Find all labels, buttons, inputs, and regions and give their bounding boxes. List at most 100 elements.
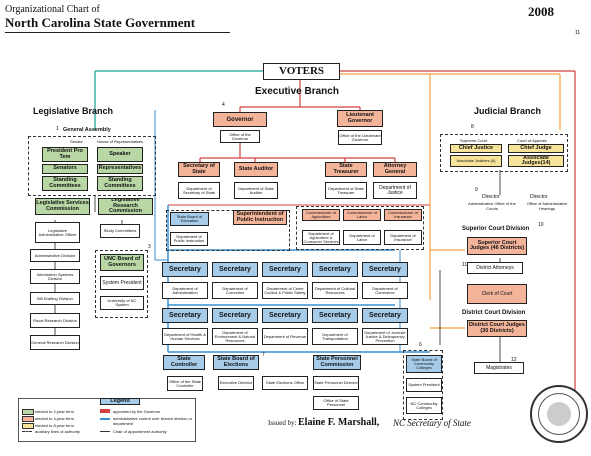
attorney-general-box: Attorney General bbox=[373, 162, 417, 177]
bill-drafting-division-box: Bill Drafting Division bbox=[30, 292, 80, 305]
marker-1: 1 bbox=[56, 126, 59, 132]
representatives-box: Representatives bbox=[97, 164, 143, 174]
dept-insurance-box: Department of Insurance bbox=[384, 230, 422, 245]
chief-justice-box: Chief Justice bbox=[450, 144, 502, 153]
cc-system-president-box: System President bbox=[406, 378, 442, 392]
state-controller-box: State Controller bbox=[163, 355, 205, 370]
issuer-name: Elaine F. Marshall, bbox=[298, 417, 380, 428]
legend-2yr: elected to 2-year term bbox=[35, 409, 74, 414]
unc-system-box: University of NC System bbox=[100, 296, 144, 310]
marker-11: 11 bbox=[462, 262, 468, 268]
legislative-research-commission-box: Legislative Research Commission bbox=[98, 198, 153, 215]
secretary-box-commerce: Secretary bbox=[362, 262, 408, 277]
dept-environment-box: Department of Environment & Natural Reso… bbox=[212, 328, 258, 345]
admin-office-courts-label: Administrative Office of the Courts bbox=[468, 201, 516, 211]
marker-12: 12 bbox=[511, 357, 517, 363]
nc-community-colleges-box: NC Community Colleges bbox=[406, 397, 442, 414]
marker-6: 6 bbox=[419, 342, 422, 348]
dept-secretary-of-state-box: Department of Secretary of State bbox=[178, 182, 220, 199]
legend-swatch-2yr bbox=[22, 409, 34, 415]
office-of-lt-governor-box: Office of the Lieutenant Governor bbox=[338, 130, 382, 145]
judicial-branch-heading: Judicial Branch bbox=[474, 106, 542, 116]
dept-juvenile-justice-box: Department of Juvenile Justice & Delinqu… bbox=[362, 328, 408, 345]
commissioner-labor-box: Commissioner of Labor bbox=[343, 209, 381, 221]
state-treasurer-box: State Treasurer bbox=[325, 162, 367, 177]
marker-7: 7 bbox=[262, 352, 265, 358]
secretary-box-environment: Secretary bbox=[212, 308, 258, 323]
secretary-box-transportation: Secretary bbox=[312, 308, 358, 323]
legend-swatch-4yr bbox=[22, 416, 34, 422]
commissioner-insurance-box: Commissioner of Insurance bbox=[384, 209, 422, 221]
marker-10: 10 bbox=[538, 222, 544, 228]
general-research-division-box: General Research Division bbox=[30, 335, 80, 350]
magistrates-box: Magistrates bbox=[474, 362, 524, 374]
supreme-court-label: Supreme Court bbox=[460, 138, 488, 143]
legend-aux: auxiliary lines of authority bbox=[35, 429, 80, 434]
community-colleges-frame bbox=[403, 350, 443, 420]
legend-title: Legend bbox=[100, 398, 140, 405]
dept-transportation-box: Department of Transportation bbox=[312, 328, 358, 345]
legend-appointed: appointed by the Governor bbox=[113, 409, 161, 414]
commissioner-agriculture-box: Commissioner of Agriculture bbox=[302, 209, 340, 221]
legislative-services-commission-box: Legislative Services Commission bbox=[35, 198, 90, 215]
secretary-box-juvenile-justice: Secretary bbox=[362, 308, 408, 323]
district-court-division-label: District Court Division bbox=[462, 310, 526, 316]
general-assembly-label: General Assembly bbox=[63, 127, 111, 133]
secretary-box-crime-control: Secretary bbox=[262, 262, 308, 277]
secretary-box-correction: Secretary bbox=[212, 262, 258, 277]
dept-commerce-box: Department of Commerce bbox=[362, 282, 408, 299]
chief-judge-box: Chief Judge bbox=[508, 144, 564, 153]
state-auditor-box: State Auditor bbox=[234, 162, 278, 177]
associate-judges-box: Associate Judges(14) bbox=[508, 155, 564, 167]
dept-cultural-resources-box: Department of Cultural Resources bbox=[312, 282, 358, 299]
issuer-role: NC Secretary of State bbox=[393, 418, 471, 428]
study-committees-box: Study Committees bbox=[100, 224, 140, 238]
superior-court-division-label: Superior Court Division bbox=[462, 226, 530, 232]
superior-court-judges-box: Superior Court Judges (46 Districts) bbox=[467, 237, 527, 255]
state-seal bbox=[530, 385, 588, 443]
chart-year: 2008 bbox=[528, 4, 554, 19]
office-state-controller-box: Office of the State Controller bbox=[167, 376, 203, 391]
house-standing-committees-box: Standing Committees bbox=[97, 176, 143, 191]
secretary-box-cultural-resources: Secretary bbox=[312, 262, 358, 277]
legend-swatch-aux bbox=[22, 431, 32, 432]
office-state-personnel-box: Office of State Personnel bbox=[313, 396, 359, 410]
office-of-governor-box: Office of the Governor bbox=[220, 130, 260, 143]
secretary-of-state-box: Secretary of State bbox=[178, 162, 220, 177]
house-label: House of Representatives bbox=[97, 139, 144, 144]
general-assembly-frame bbox=[28, 136, 156, 196]
unc-frame bbox=[95, 250, 148, 318]
state-personnel-commission-box: State Personnel Commission bbox=[313, 355, 361, 370]
president-pro-tem-box: President Pro Tem bbox=[42, 147, 88, 162]
senate-standing-committees-box: Standing Committees bbox=[42, 176, 88, 191]
legend-swatch-admin bbox=[100, 418, 110, 420]
community-colleges-board-box: State Board of Community Colleges bbox=[406, 355, 442, 373]
district-attorneys-box: District Attorneys bbox=[467, 262, 523, 274]
district-court-judges-box: District Court Judges (30 Districts) bbox=[467, 320, 527, 337]
lieutenant-governor-box: Lieutenant Governor bbox=[337, 110, 383, 127]
council-of-state-frame bbox=[296, 206, 424, 250]
dept-correction-box: Department of Correction bbox=[212, 282, 258, 299]
clerk-of-court-box: Clerk of Court bbox=[467, 284, 527, 304]
unc-board-of-governors-box: UNC Board of Governors bbox=[100, 254, 144, 271]
legend-swatch-chair bbox=[100, 431, 110, 432]
state-personnel-director-box: State Personnel Director bbox=[313, 376, 359, 390]
dept-state-treasurer-box: Department of State Treasurer bbox=[325, 182, 367, 199]
office-admin-hearings-label: Office of Administrative Hearings bbox=[526, 201, 568, 211]
dept-labor-box: Department of Labor bbox=[343, 230, 381, 245]
secretary-box-revenue: Secretary bbox=[262, 308, 308, 323]
director-label: Director bbox=[482, 194, 500, 200]
chart-title: North Carolina State Government bbox=[5, 15, 196, 30]
marker-9: 9 bbox=[475, 187, 478, 193]
issued-by-label: Issued by: bbox=[268, 419, 297, 427]
associate-justices-box: Associate Justices (6) bbox=[450, 155, 502, 167]
dept-agriculture-box: Department of Agriculture & Consumer Ser… bbox=[302, 230, 340, 245]
executive-director-box: Executive Director bbox=[218, 376, 254, 390]
legend-4yr: elected to 4-year term bbox=[35, 416, 74, 421]
unc-system-president-box: System President bbox=[100, 276, 144, 290]
secretary-box-health: Secretary bbox=[162, 308, 208, 323]
dept-state-auditor-box: Department of State Auditor bbox=[234, 182, 278, 199]
marker-4: 4 bbox=[222, 102, 225, 108]
dept-justice-box: Department of Justice bbox=[373, 182, 417, 199]
